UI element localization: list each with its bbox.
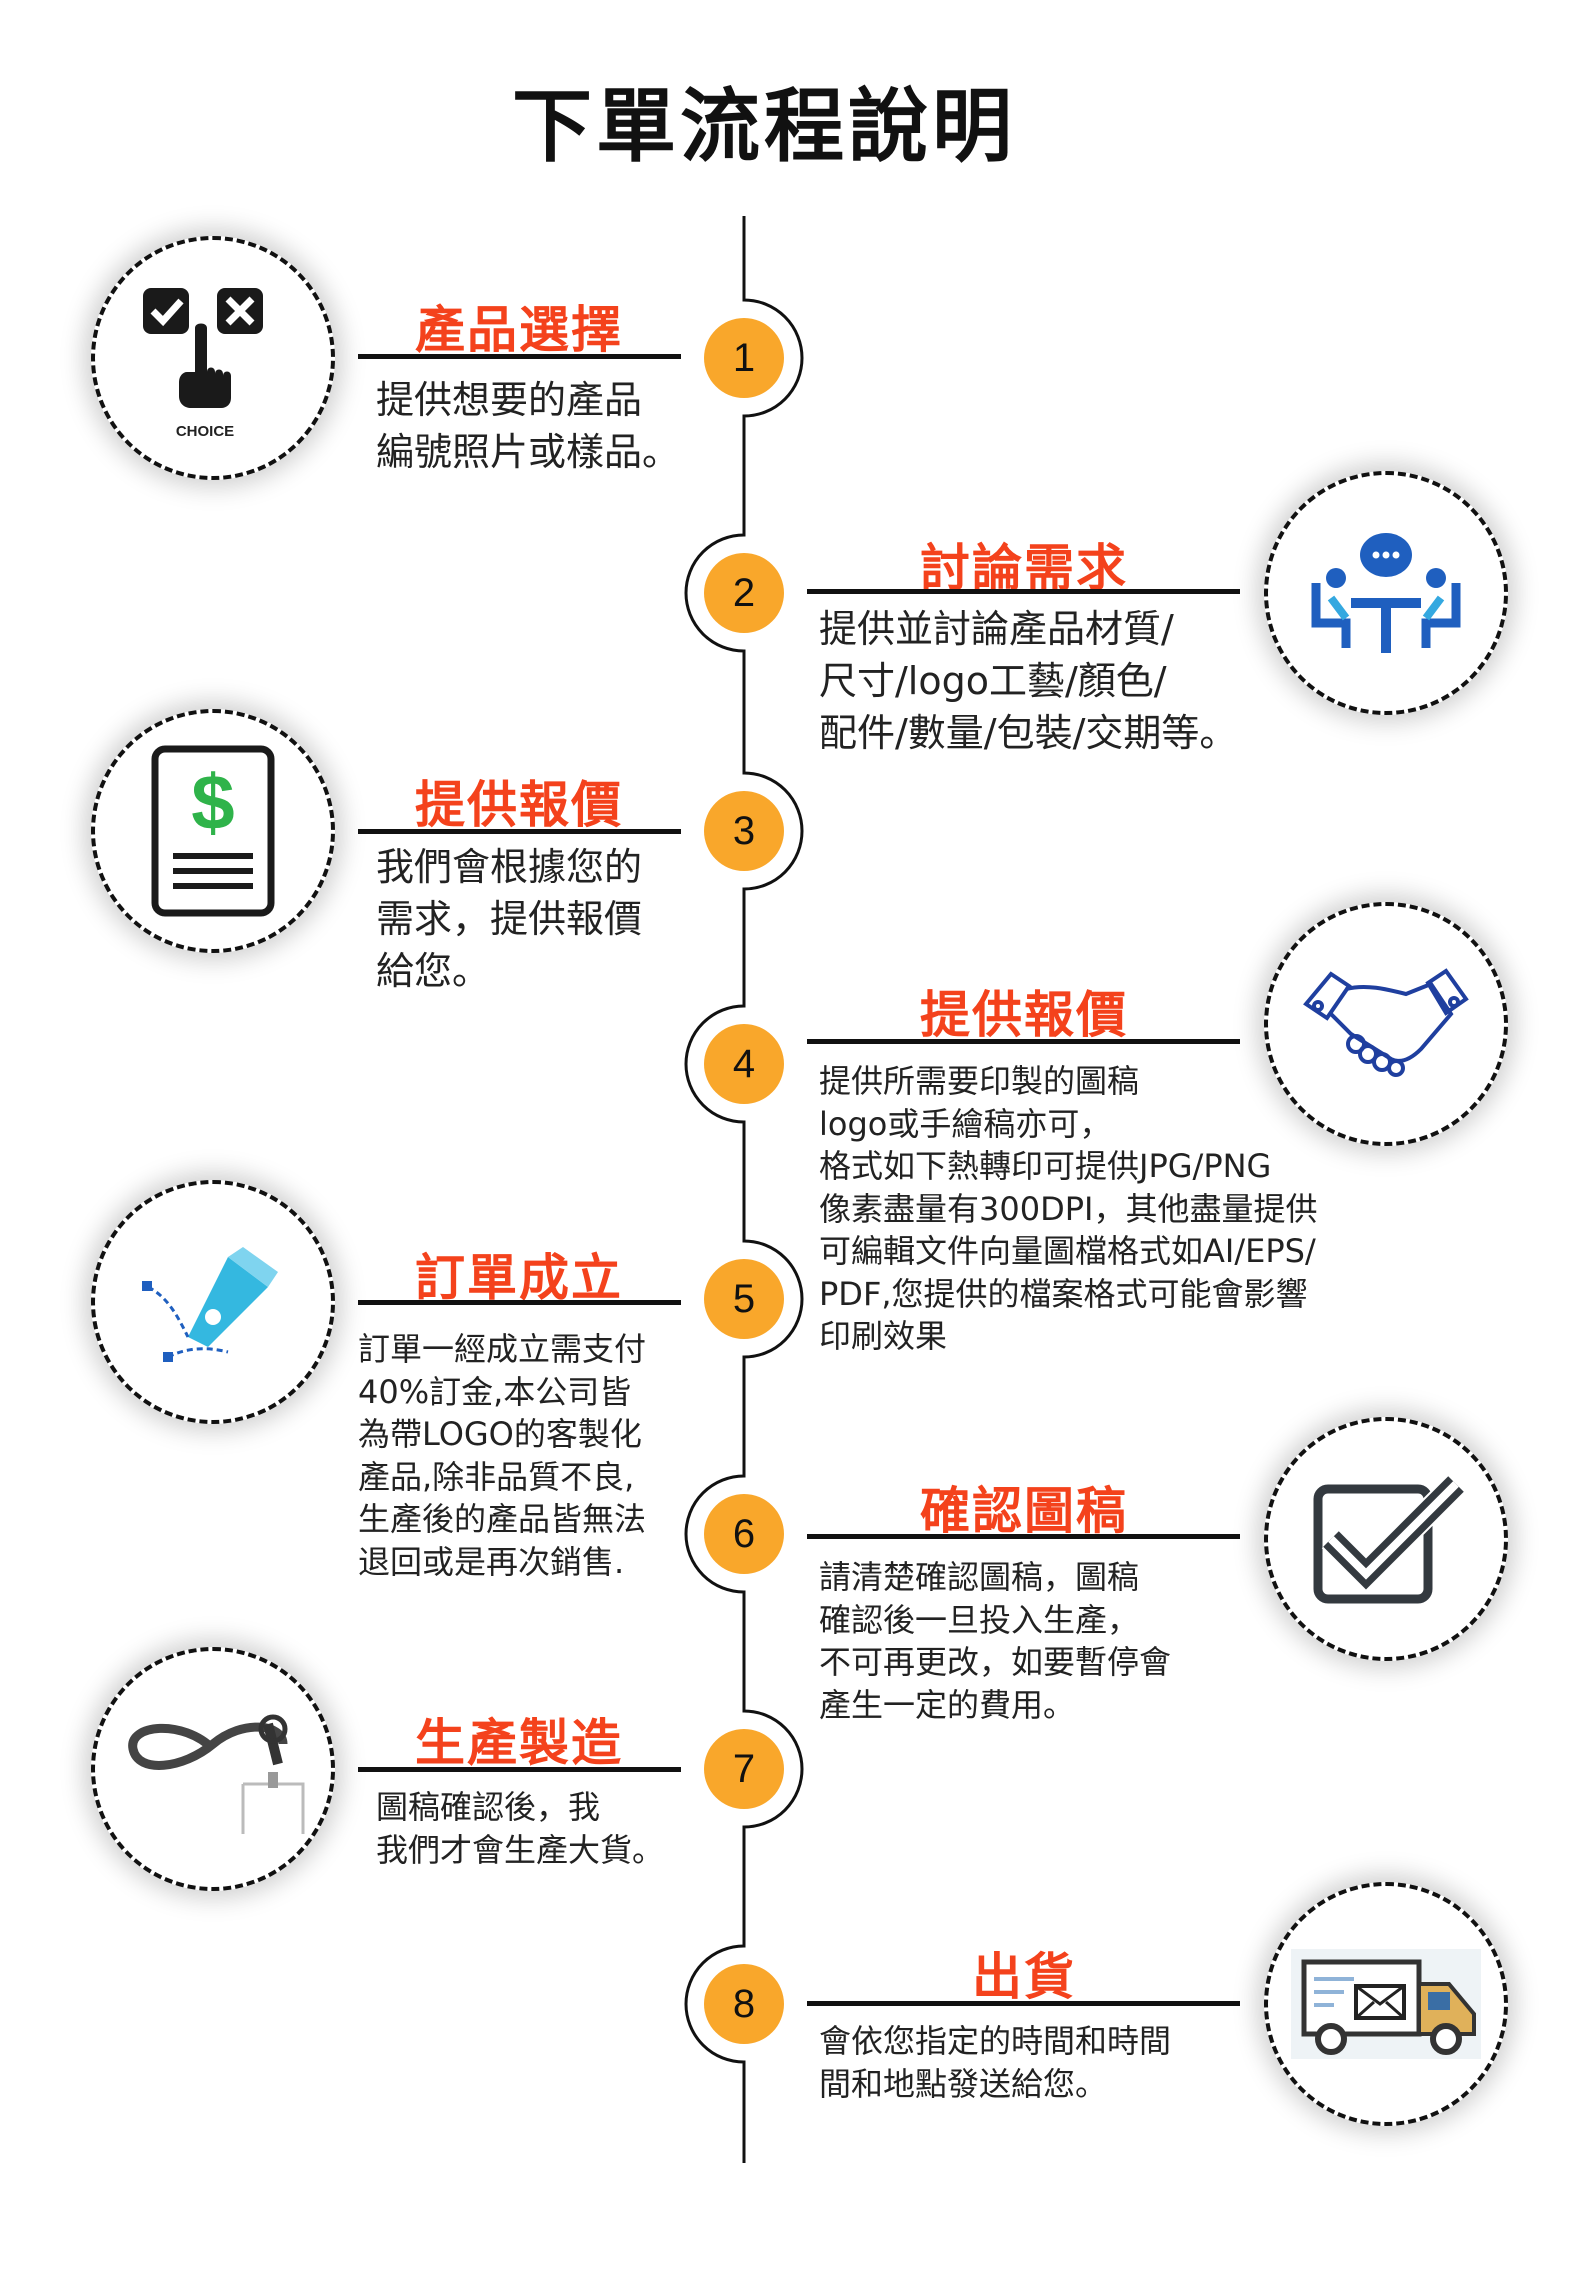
step-heading: 訂單成立	[415, 1249, 623, 1307]
step-description: 訂單一經成立需支付 40%訂金,本公司皆 為帶LOGO的客製化 產品,除非品質不…	[358, 1330, 647, 1581]
step-number-badge: 3	[704, 791, 784, 871]
step-description: 請清楚確認圖稿，圖稿 確認後一旦投入生產， 不可再更改，如要暫停會 產生一定的費…	[819, 1558, 1172, 1724]
step-description: 我們會根據您的 需求，提供報價 給您。	[376, 845, 643, 993]
step-description: 提供並討論產品材質/ 尺寸/logo工藝/顏色/ 配件/數量/包裝/交期等。	[819, 607, 1238, 755]
step-divider	[807, 2001, 1240, 2006]
step-heading: 提供報價	[415, 776, 623, 834]
step-divider	[358, 354, 681, 359]
handshake-icon	[1264, 902, 1508, 1146]
step-divider	[807, 589, 1240, 594]
step-number-badge: 4	[704, 1024, 784, 1104]
step-description: 圖稿確認後，我 我們才會生產大貨。	[376, 1788, 665, 1869]
step-divider	[358, 829, 681, 834]
lanyard-icon	[91, 1647, 335, 1891]
delivery-truck-icon	[1264, 1882, 1508, 2126]
svg-text:$: $	[191, 758, 234, 846]
step-heading: 出貨	[972, 1948, 1076, 2006]
checkbox-icon	[1264, 1417, 1508, 1661]
step-heading: 產品選擇	[415, 301, 623, 359]
step-number-badge: 6	[704, 1494, 784, 1574]
step-divider	[358, 1767, 681, 1772]
svg-text:CHOICE: CHOICE	[176, 423, 234, 440]
step-divider	[807, 1039, 1240, 1044]
dollar-document-icon: $	[91, 709, 335, 953]
step-heading: 討論需求	[920, 539, 1128, 597]
step-divider	[358, 1300, 681, 1305]
step-number-badge: 5	[704, 1259, 784, 1339]
choice-hand-icon: CHOICE	[91, 236, 335, 480]
timeline-path	[684, 216, 804, 2163]
step-description: 會依您指定的時間和時間 間和地點發送給您。	[819, 2022, 1172, 2103]
meeting-discussion-icon	[1264, 471, 1508, 715]
page-title: 下單流程說明	[512, 80, 1016, 173]
pen-tool-icon	[91, 1180, 335, 1424]
step-number-badge: 8	[704, 1964, 784, 2044]
step-heading: 確認圖稿	[920, 1482, 1128, 1540]
step-divider	[807, 1534, 1240, 1539]
step-number-badge: 1	[704, 318, 784, 398]
step-description: 提供所需要印製的圖稿 logo或手繪稿亦可， 格式如下熱轉印可提供JPG/PNG…	[819, 1062, 1318, 1355]
step-heading: 生產製造	[415, 1714, 623, 1772]
step-heading: 提供報價	[920, 986, 1128, 1044]
step-description: 提供想要的產品 編號照片或樣品。	[376, 378, 681, 474]
step-number-badge: 2	[704, 553, 784, 633]
step-number-badge: 7	[704, 1729, 784, 1809]
